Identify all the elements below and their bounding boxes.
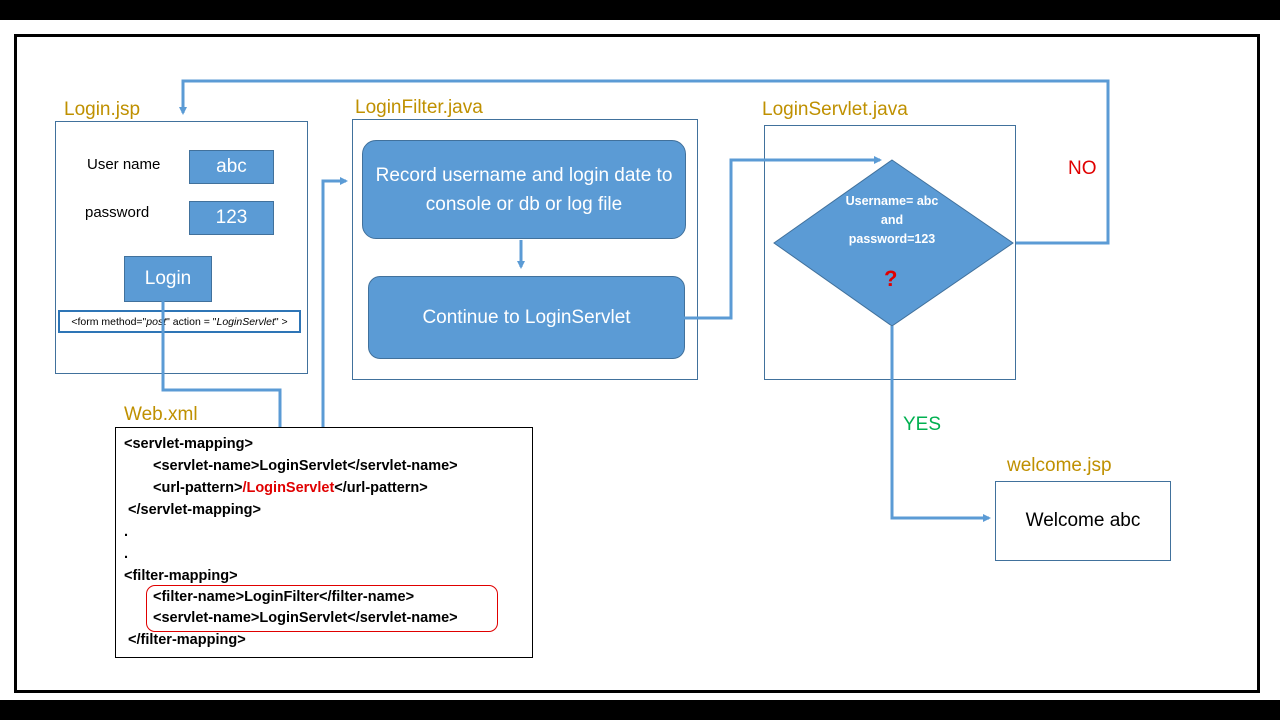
form-tag-suffix: " >: [274, 315, 288, 328]
welcome-jsp-title: welcome.jsp: [1007, 455, 1112, 476]
condition-line-3: password=123: [848, 232, 936, 246]
bottom-letterbox: [0, 700, 1280, 720]
xml-line: <filter-mapping>: [124, 568, 238, 584]
xml-line: <servlet-mapping>: [124, 436, 253, 452]
welcome-text: Welcome abc: [1025, 510, 1141, 531]
web-xml-title: Web.xml: [124, 404, 198, 425]
form-tag-prefix: <form method=": [71, 315, 147, 328]
password-field[interactable]: 123: [189, 201, 274, 235]
condition-line-1: Username= abc: [845, 194, 939, 208]
form-tag: <form method="post" action = "LoginServl…: [58, 310, 301, 333]
filter-mapping-highlight: [146, 585, 498, 632]
record-step: Record username and login date to consol…: [362, 140, 686, 239]
username-label: User name: [87, 156, 161, 173]
arrow-yes-to-welcome: [890, 326, 991, 522]
continue-step: Continue to LoginServlet: [368, 276, 685, 359]
question-mark: ?: [884, 266, 898, 291]
login-filter-title: LoginFilter.java: [355, 97, 483, 118]
no-branch-label: NO: [1068, 158, 1097, 179]
xml-line: </filter-mapping>: [124, 632, 246, 648]
web-xml-panel: [115, 427, 533, 658]
xml-line: .: [124, 524, 129, 540]
yes-branch-label: YES: [903, 414, 942, 435]
xml-line: <servlet-name>LoginServlet</servlet-name…: [153, 458, 458, 474]
xml-line: <servlet-name>LoginServlet</servlet-name…: [153, 610, 458, 626]
login-button[interactable]: Login: [124, 256, 212, 302]
form-action: LoginServlet: [216, 315, 275, 328]
xml-line: <url-pattern>/LoginServlet</url-pattern>: [153, 480, 428, 496]
form-method: post: [146, 315, 167, 328]
condition-line-2: and: [880, 213, 904, 227]
xml-line: </servlet-mapping>: [124, 502, 261, 518]
welcome-jsp-panel: Welcome abc: [995, 481, 1171, 561]
decision-condition: Username= abc and password=123: [812, 192, 972, 249]
diagram-frame: [14, 34, 1260, 693]
arrow-continue-to-servlet: [684, 156, 882, 320]
login-servlet-title: LoginServlet.java: [762, 99, 908, 120]
arrow-no-to-login: [179, 79, 1110, 245]
username-field[interactable]: abc: [189, 150, 274, 184]
password-label: password: [85, 204, 150, 221]
url-pattern-value: /LoginServlet: [242, 480, 335, 496]
arrow-login-to-webxml: [161, 301, 284, 464]
url-pattern-close: </url-pattern>: [334, 480, 428, 496]
url-pattern-open: <url-pattern>: [153, 480, 243, 496]
login-jsp-title: Login.jsp: [64, 99, 141, 120]
form-tag-mid: " action = ": [166, 315, 217, 328]
top-letterbox: [0, 0, 1280, 20]
xml-line: <filter-name>LoginFilter</filter-name>: [153, 589, 415, 605]
xml-line: .: [124, 546, 129, 562]
